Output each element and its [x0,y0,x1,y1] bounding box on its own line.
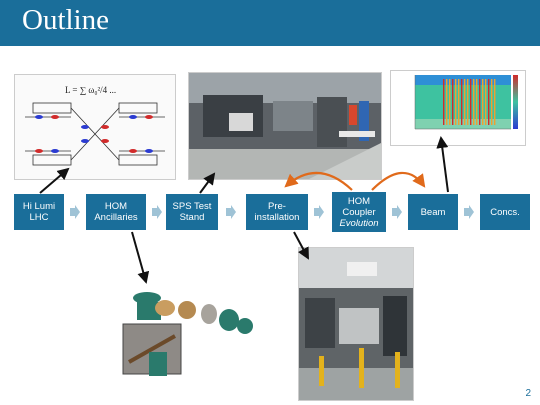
spectrum-stripe [488,79,490,125]
test-hall-photo [298,247,414,401]
step-hom-coupler-evolution[interactable]: HOM Coupler Evolution [332,192,386,232]
step-line: Evolution [339,217,379,229]
spectrum-plot-image [390,70,526,146]
step-sps-test-stand[interactable]: SPS Test Stand [166,194,218,230]
svg-text:L = ∑ ω₀²/4 ...: L = ∑ ω₀²/4 ... [65,85,116,95]
spectrum-plot-drawing [414,75,518,130]
chevron-right-icon [226,205,236,219]
tunnel-photo [188,72,382,180]
spectrum-stripe [467,79,469,125]
spectrum-stripe [491,79,493,125]
spectrum-stripe [446,79,448,125]
step-line: Stand [179,212,205,223]
arrow-beam-to-plot [436,136,449,193]
components-photo [117,280,257,380]
spectrum-stripe [482,79,484,125]
spectrum-stripe [449,79,451,125]
step-line: Coupler [342,206,376,218]
arrow-ancillaries-to-parts [131,231,150,284]
chevron-right-icon [464,205,474,219]
spectrum-stripe [494,79,496,125]
tunnel-photo-drawing [189,73,381,179]
test-hall-photo-drawing [299,248,413,400]
step-hom-ancillaries[interactable]: HOM Ancillaries [86,194,146,230]
arrow-hilumi-to-diagram [39,167,70,194]
spectrum-stripe [470,79,472,125]
spectrum-stripe [479,79,481,125]
step-beam[interactable]: Beam [408,194,458,230]
slide-title: Outline [22,4,109,36]
spectrum-stripe [473,79,475,125]
arrow-coupler-to-preinstall [284,171,353,191]
arrow-preinstall-to-hall [293,231,309,260]
step-hilumi-lhc[interactable]: Hi Lumi LHC [14,194,64,230]
step-pre-installation[interactable]: Pre- installation [246,194,308,230]
step-line: Beam [420,206,446,218]
spectrum-stripe [452,79,454,125]
spectrum-stripe [443,79,445,125]
arrow-coupler-to-beam [371,171,426,191]
step-line: HOM [347,195,371,207]
chevron-right-icon [314,205,324,219]
spectrum-lines [443,79,496,125]
step-line: LHC [29,212,49,223]
circuit-diagram-drawing: L = ∑ ω₀²/4 ... [25,85,165,166]
spectrum-stripe [455,79,457,125]
spectrum-stripe [476,79,478,125]
chevron-right-icon [152,205,162,219]
page-number: 2 [525,388,531,399]
step-line: installation [254,212,300,223]
spectrum-stripe [458,79,460,125]
step-line: SPS Test [172,201,212,212]
circuit-diagram-image: L = ∑ ω₀²/4 ... [14,74,176,180]
components-photo-drawing [122,292,253,376]
spectrum-stripe [485,79,487,125]
arrow-sps-to-tunnel [199,172,216,194]
step-conclusions[interactable]: Concs. [480,194,530,230]
step-line: Hi Lumi [22,201,56,212]
step-line: Pre- [268,201,286,212]
step-line: HOM [104,201,128,212]
chevron-right-icon [70,205,80,219]
title-bar: Outline [0,0,540,46]
spectrum-stripe [461,79,463,125]
spectrum-stripe [464,79,466,125]
chevron-right-icon [392,205,402,219]
step-line: Ancillaries [94,212,138,223]
step-line: Concs. [490,206,520,218]
